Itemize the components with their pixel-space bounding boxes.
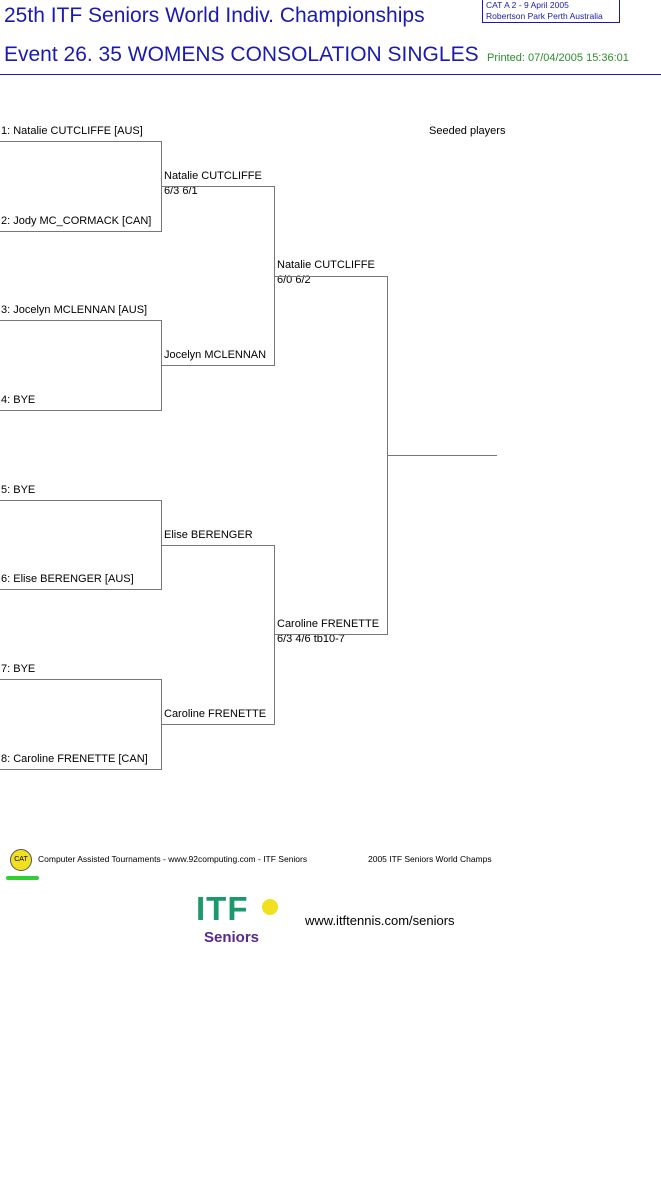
footer-event: 2005 ITF Seniors World Champs xyxy=(368,854,492,864)
r1-line-2 xyxy=(0,231,161,232)
r2-line-1 xyxy=(161,186,274,187)
header-divider xyxy=(0,74,661,75)
r1-player-6: 6: Elise BERENGER [AUS] xyxy=(1,573,134,585)
r1-player-5: 5: BYE xyxy=(1,484,36,496)
tournament-title: 25th ITF Seniors World Indiv. Championsh… xyxy=(4,4,425,27)
r1-player-2: 2: Jody MC_CORMACK [CAN] xyxy=(1,215,152,227)
cat-logo: CAT xyxy=(10,849,32,871)
r1-player-3: 3: Jocelyn MCLENNAN [AUS] xyxy=(1,304,148,316)
r3-winner-1: Natalie CUTCLIFFE xyxy=(277,259,375,271)
r1-player-4: 4: BYE xyxy=(1,394,36,406)
itf-seniors-logo-text: Seniors xyxy=(204,929,260,946)
website-link[interactable]: www.itftennis.com/seniors xyxy=(305,913,455,928)
r2-line-4 xyxy=(161,724,274,725)
r3-winner-2: Caroline FRENETTE xyxy=(277,618,380,630)
r3-line-2 xyxy=(274,634,387,635)
r2-connector-b xyxy=(274,545,275,725)
r1-line-7 xyxy=(0,679,161,680)
r1-line-1 xyxy=(0,141,161,142)
r1-player-1: 1: Natalie CUTCLIFFE [AUS] xyxy=(1,125,143,137)
r2-line-3 xyxy=(161,545,274,546)
r2-winner-4: Caroline FRENETTE xyxy=(164,708,267,720)
event-title: Event 26. 35 WOMENS CONSOLATION SINGLES xyxy=(4,43,479,66)
r1-line-3 xyxy=(0,320,161,321)
printed-timestamp: Printed: 07/04/2005 15:36:01 xyxy=(487,52,629,64)
category-dates: CAT A 2 - 9 April 2005 xyxy=(486,0,569,10)
r1-player-8: 8: Caroline FRENETTE [CAN] xyxy=(1,753,148,765)
tennis-ball-icon xyxy=(262,899,278,915)
r2-winner-1: Natalie CUTCLIFFE xyxy=(164,170,262,182)
category-box: CAT A 2 - 9 April 2005 Robertson Park Pe… xyxy=(482,0,620,23)
r2-winner-3: Elise BERENGER xyxy=(164,529,253,541)
r3-score-1: 6/0 6/2 xyxy=(277,274,311,286)
r1-line-8 xyxy=(0,769,161,770)
r2-score-1: 6/3 6/1 xyxy=(164,185,198,197)
r1-player-7: 7: BYE xyxy=(1,663,36,675)
final-line xyxy=(387,455,497,456)
seeded-players-label: Seeded players xyxy=(429,125,506,137)
cat-logo-underline xyxy=(6,876,39,880)
r1-line-5 xyxy=(0,500,161,501)
itf-logo: ITF xyxy=(196,890,249,927)
r2-line-2 xyxy=(161,365,274,366)
footer-credit: Computer Assisted Tournaments - www.92co… xyxy=(38,854,308,864)
r3-score-2: 6/3 4/6 tb10-7 xyxy=(277,633,345,645)
category-venue: Robertson Park Perth Australia xyxy=(486,11,603,21)
r3-line-1 xyxy=(274,276,387,277)
r1-line-4 xyxy=(0,410,161,411)
r1-line-6 xyxy=(0,589,161,590)
r2-winner-2: Jocelyn MCLENNAN xyxy=(164,349,267,361)
